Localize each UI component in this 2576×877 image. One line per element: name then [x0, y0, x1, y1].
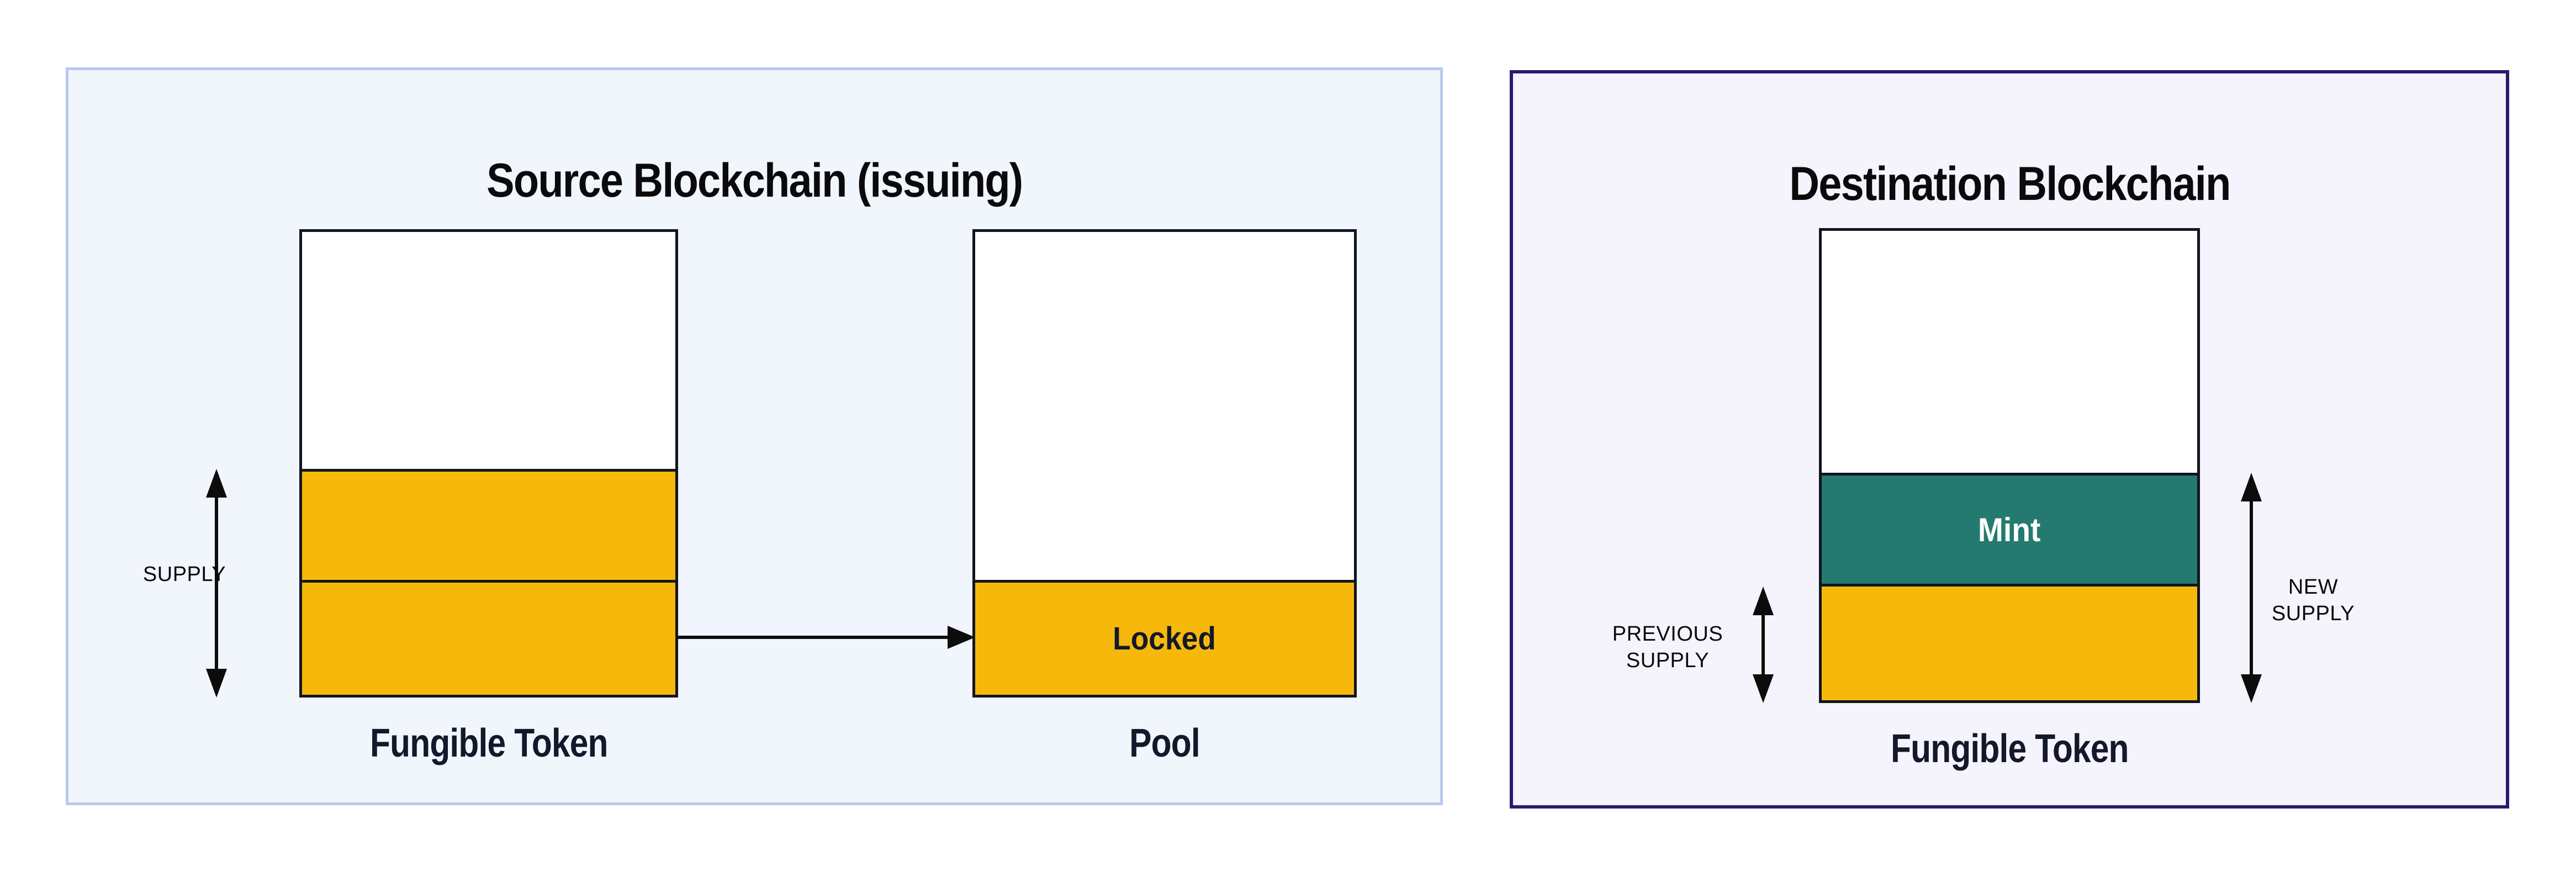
- arrowhead-up: [1753, 587, 1774, 615]
- destination-blockchain-panel: Destination Blockchain Mint PREVIOUS SUP…: [1510, 70, 2509, 809]
- arrowhead-down: [2241, 674, 2262, 703]
- mint-section-label: Mint: [1978, 511, 2041, 548]
- destination-panel-title-text: Destination Blockchain: [1789, 157, 2231, 211]
- previous-supply-range-arrow: [1753, 587, 1774, 703]
- new-supply-range-arrow: [2241, 473, 2262, 703]
- previous-supply-label: PREVIOUS SUPPLY: [1612, 622, 1723, 672]
- locked-section-label: Locked: [1113, 621, 1216, 657]
- source-supply-upper-section: [299, 469, 678, 583]
- source-blockchain-panel: Source Blockchain (issuing) Locked SUPPL…: [66, 67, 1443, 805]
- source-panel-title-text: Source Blockchain (issuing): [486, 154, 1023, 208]
- new-supply-label: NEW SUPPLY: [2271, 575, 2355, 625]
- source-supply-lower-section: [299, 580, 678, 698]
- destination-panel-title: Destination Blockchain: [1513, 160, 2506, 208]
- destination-previous-supply-section: [1819, 584, 2200, 703]
- arrowhead-up: [206, 469, 227, 498]
- source-fungible-token-label: Fungible Token: [369, 721, 608, 765]
- arrowhead-right: [948, 626, 975, 649]
- arrowhead-down: [206, 669, 227, 698]
- arrowhead-down: [1753, 674, 1774, 703]
- supply-range-arrow: [206, 469, 227, 698]
- lock-flow-arrow: [678, 626, 975, 649]
- arrowhead-up: [2241, 473, 2262, 501]
- source-pool-label: Pool: [1129, 721, 1200, 765]
- supply-label: SUPPLY: [142, 563, 226, 586]
- mint-section: Mint: [1819, 473, 2200, 587]
- source-panel-title: Source Blockchain (issuing): [68, 157, 1440, 204]
- pool-locked-section: Locked: [972, 580, 1357, 698]
- destination-fungible-token-label: Fungible Token: [1890, 727, 2129, 771]
